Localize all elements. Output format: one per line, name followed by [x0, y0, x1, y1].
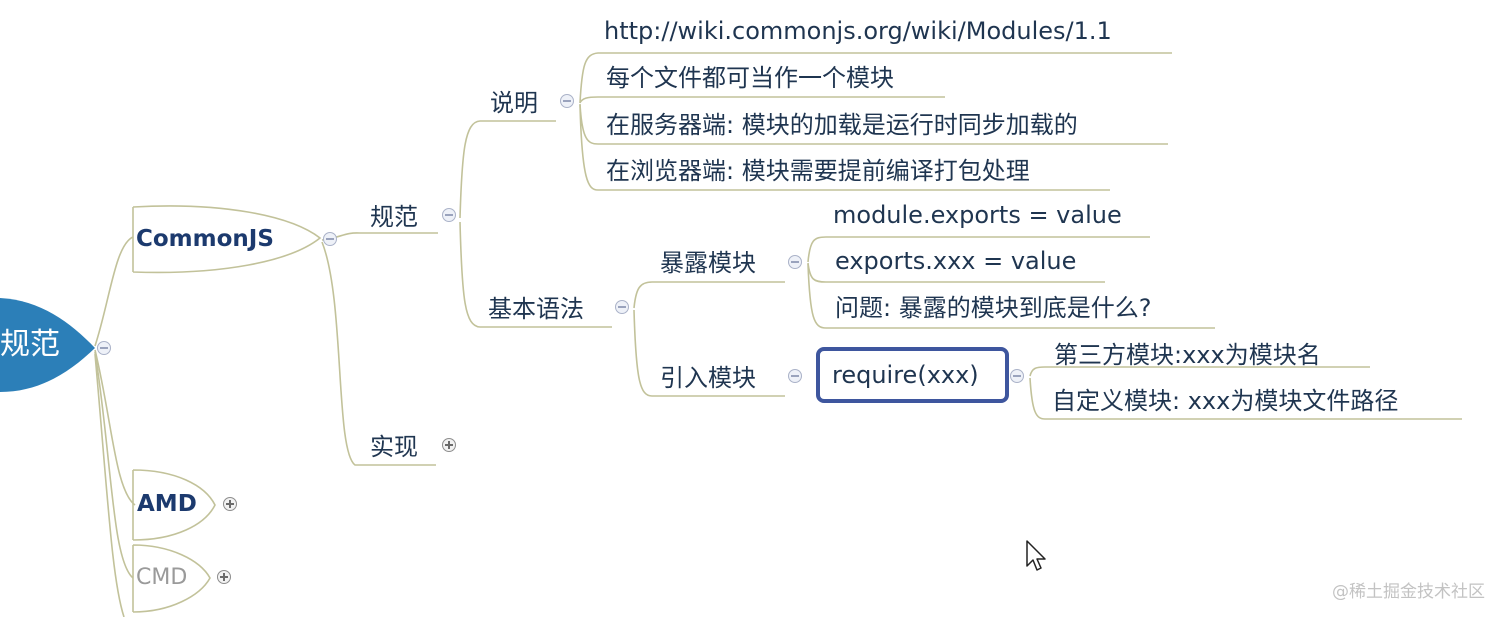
yinru-collapse-toggle[interactable] [788, 369, 802, 383]
mouse-pointer-icon [1026, 540, 1046, 571]
shuoming-item-4[interactable]: 在浏览器端: 模块需要提前编译打包处理 [606, 157, 1030, 185]
baolu-item-1[interactable]: module.exports = value [833, 201, 1122, 229]
watermark: @稀土掘金技术社区 [1332, 582, 1485, 602]
shuoming-collapse-toggle[interactable] [560, 94, 574, 108]
node-guifan[interactable]: 规范 [370, 203, 418, 231]
require-item-1[interactable]: 第三方模块:xxx为模块名 [1054, 341, 1321, 369]
shuoming-item-3[interactable]: 在服务器端: 模块的加载是运行时同步加载的 [606, 111, 1078, 139]
root-node-shape [0, 298, 95, 392]
require-node-selection[interactable] [816, 347, 1009, 403]
node-require[interactable]: require(xxx) [832, 361, 979, 389]
node-baolu[interactable]: 暴露模块 [660, 249, 756, 277]
amd-expand-toggle[interactable] [223, 497, 237, 511]
shixian-expand-toggle[interactable] [442, 438, 456, 452]
node-cmd[interactable]: CMD [136, 565, 188, 590]
shuoming-item-1[interactable]: http://wiki.commonjs.org/wiki/Modules/1.… [604, 17, 1112, 45]
commonjs-collapse-toggle[interactable] [323, 232, 337, 246]
baolu-collapse-toggle[interactable] [788, 255, 802, 269]
node-shixian[interactable]: 实现 [370, 433, 418, 461]
jibenyufa-collapse-toggle[interactable] [615, 300, 629, 314]
baolu-item-3[interactable]: 问题: 暴露的模块到底是什么? [835, 294, 1152, 322]
node-commonjs[interactable]: CommonJS [136, 226, 274, 252]
shuoming-item-2[interactable]: 每个文件都可当作一个模块 [606, 64, 894, 92]
node-yinru[interactable]: 引入模块 [660, 364, 756, 392]
require-collapse-toggle[interactable] [1010, 369, 1024, 383]
require-item-2[interactable]: 自定义模块: xxx为模块文件路径 [1052, 387, 1399, 415]
node-shuoming[interactable]: 说明 [490, 89, 538, 117]
guifan-collapse-toggle[interactable] [442, 208, 456, 222]
baolu-item-2[interactable]: exports.xxx = value [835, 247, 1077, 275]
root-collapse-toggle[interactable] [97, 341, 111, 355]
node-jibenyufa[interactable]: 基本语法 [488, 295, 584, 323]
cmd-expand-toggle[interactable] [217, 570, 231, 584]
root-node-label[interactable]: 规范 [0, 327, 60, 362]
node-amd[interactable]: AMD [137, 491, 197, 517]
